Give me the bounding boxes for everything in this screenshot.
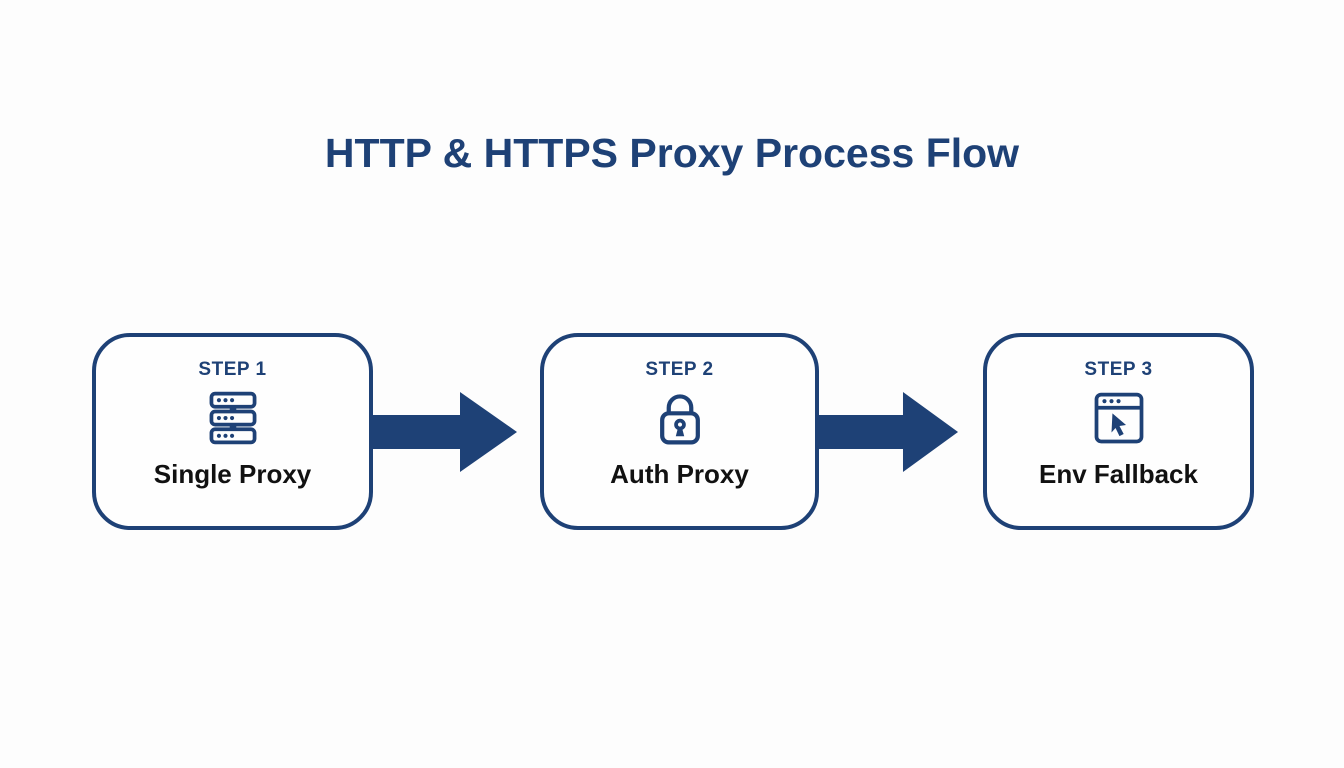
step-name-label: Env Fallback (1039, 459, 1198, 489)
browser-cursor-icon (1088, 387, 1150, 449)
server-stack-icon (202, 387, 264, 449)
diagram-title: HTTP & HTTPS Proxy Process Flow (324, 130, 1020, 176)
step-card-env-fallback: STEP 3 Env Fallback (983, 333, 1254, 530)
step-number-label: STEP 2 (645, 359, 714, 380)
flow-arrow-right-icon (818, 390, 959, 474)
step-number-label: STEP 3 (1084, 359, 1153, 380)
step-number-label: STEP 1 (198, 359, 267, 380)
step-name-label: Single Proxy (153, 459, 312, 489)
step-card-auth-proxy: STEP 2 Auth Proxy (540, 333, 819, 530)
step-name-label: Auth Proxy (610, 459, 749, 489)
flow-arrow-right-icon (372, 390, 518, 474)
lock-icon (649, 387, 711, 449)
step-card-single-proxy: STEP 1 Single Proxy (92, 333, 373, 530)
